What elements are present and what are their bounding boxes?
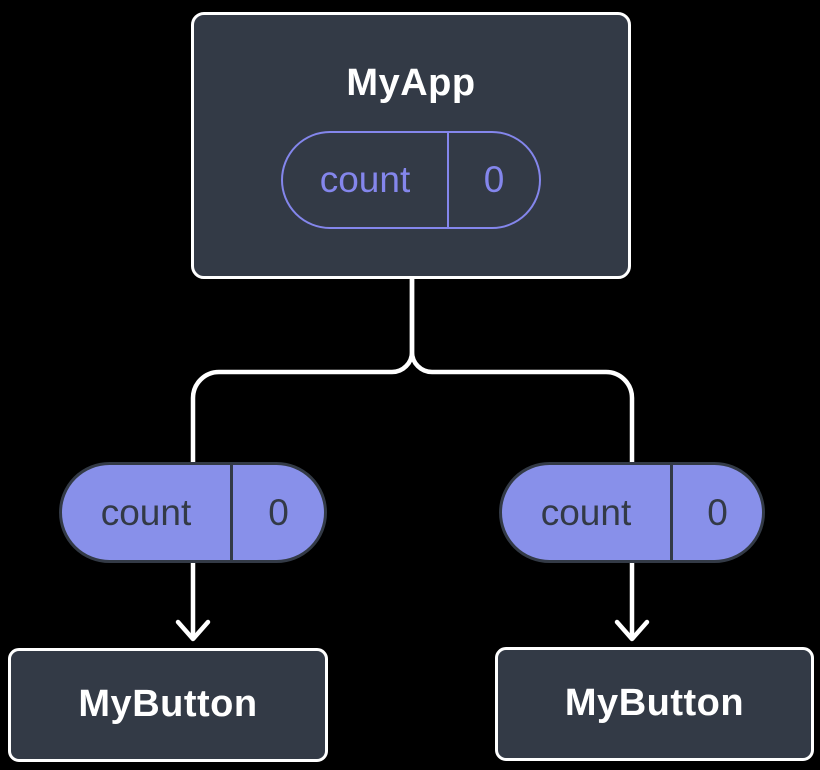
child-prop-pill-right-name: count xyxy=(502,465,673,560)
arrow-down-right-icon xyxy=(614,619,650,642)
child-prop-pill-right: count 0 xyxy=(499,462,765,563)
button-node-left-title: MyButton xyxy=(78,683,258,726)
child-prop-pill-left: count 0 xyxy=(59,462,327,563)
app-node-title: MyApp xyxy=(346,61,476,104)
child-prop-pill-right-value: 0 xyxy=(707,491,728,533)
app-component-node: MyApp count 0 xyxy=(191,12,631,279)
button-node-right-title: MyButton xyxy=(564,682,745,725)
root-state-pill-value: 0 xyxy=(483,159,505,201)
arrow-down-left-icon xyxy=(175,619,211,642)
connector-right-branch xyxy=(409,276,635,639)
root-state-pill-name: count xyxy=(283,133,449,228)
button-component-node-left: MyButton xyxy=(8,648,328,762)
child-prop-pill-left-name: count xyxy=(62,465,233,560)
root-state-pill: count 0 xyxy=(281,131,541,230)
button-component-node-right: MyButton xyxy=(495,647,814,761)
child-prop-pill-left-value: 0 xyxy=(268,491,289,533)
connector-left-branch xyxy=(190,276,415,639)
